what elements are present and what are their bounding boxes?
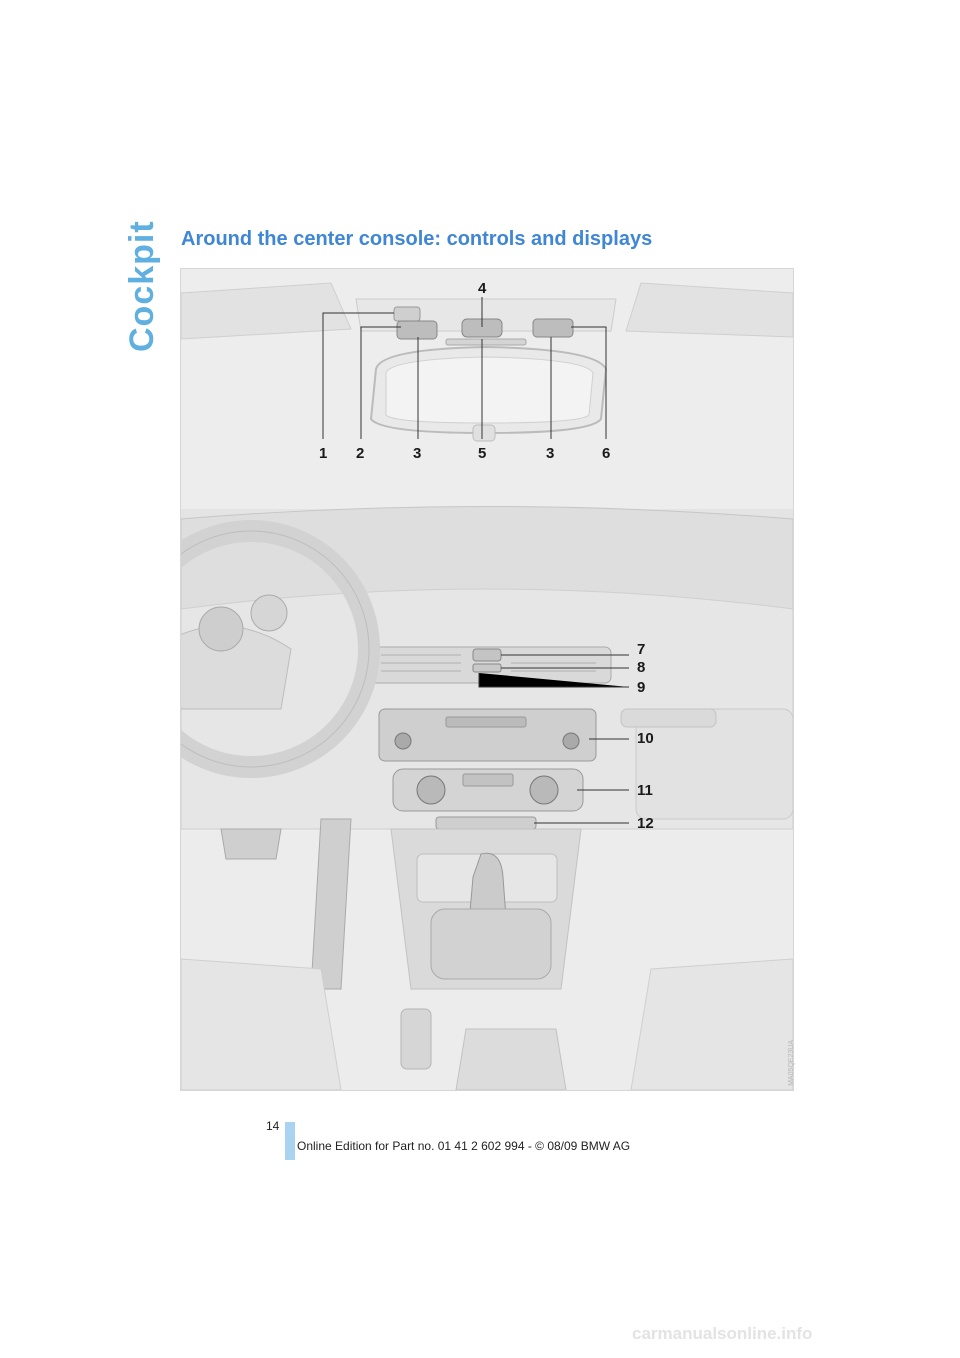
callout-7: 7 bbox=[637, 641, 646, 658]
callout-10: 10 bbox=[637, 730, 654, 747]
callout-11: 11 bbox=[637, 782, 653, 799]
callout-6: 6 bbox=[602, 445, 611, 462]
callout-3-right: 3 bbox=[546, 445, 555, 462]
callout-4: 4 bbox=[478, 280, 487, 297]
cockpit-drawing bbox=[181, 269, 793, 1090]
section-title: Cockpit bbox=[123, 220, 161, 352]
cockpit-illustration: 1 2 3 4 5 3 6 7 8 9 10 11 12 bbox=[180, 268, 794, 1091]
callout-1: 1 bbox=[319, 445, 328, 462]
footer-edition: Online Edition for Part no. 01 41 2 602 … bbox=[297, 1139, 631, 1153]
callout-3-left: 3 bbox=[413, 445, 422, 462]
watermark: carmanualsonline.info bbox=[632, 1324, 813, 1343]
image-code: MA05QE23UA bbox=[788, 1040, 795, 1086]
callout-12: 12 bbox=[637, 815, 654, 832]
callout-8: 8 bbox=[637, 659, 646, 676]
page-heading: Around the center console: controls and … bbox=[181, 228, 653, 250]
callout-2: 2 bbox=[356, 445, 365, 462]
footer-accent-bar bbox=[285, 1122, 295, 1160]
callout-5: 5 bbox=[478, 445, 487, 462]
page-number: 14 bbox=[266, 1119, 280, 1133]
callout-9: 9 bbox=[637, 679, 646, 696]
